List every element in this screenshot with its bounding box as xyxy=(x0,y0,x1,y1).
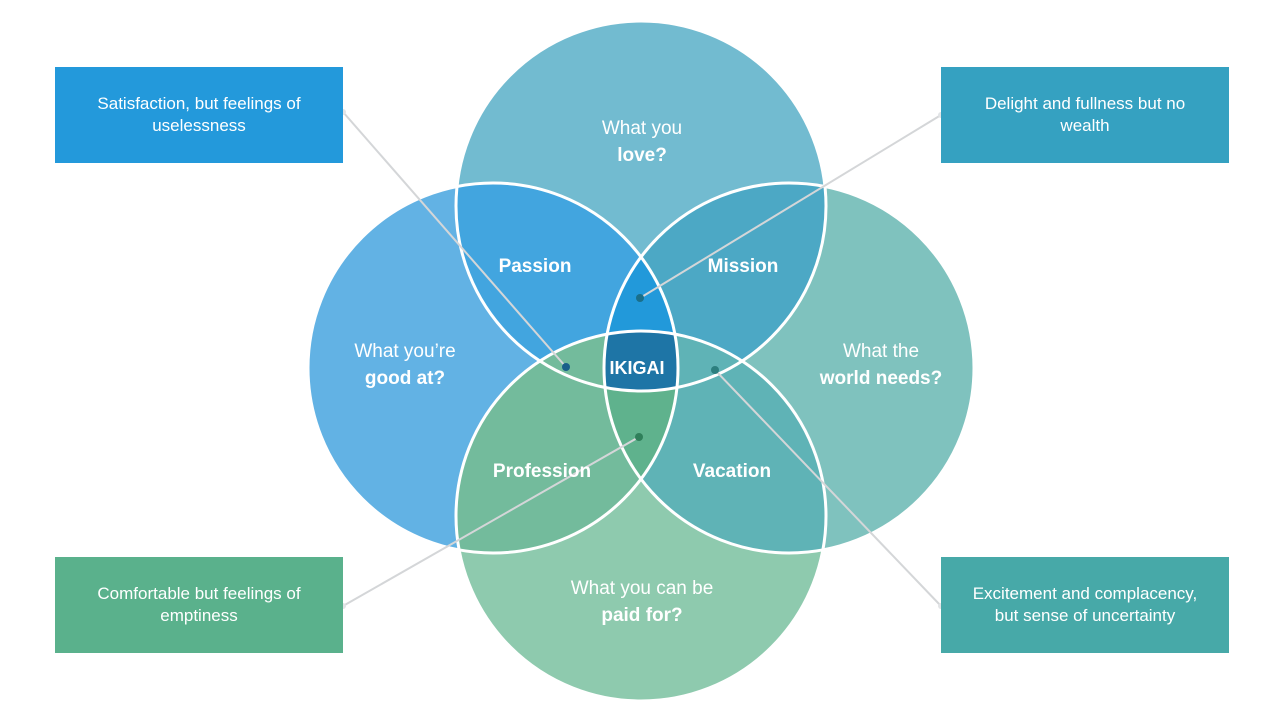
callout-bottom-left-text: Comfortable but feelings of emptiness xyxy=(97,584,301,625)
connector-lines xyxy=(342,111,942,607)
callout-top-right-text: Delight and fullness but no wealth xyxy=(984,94,1186,135)
good-at-label-line2: good at? xyxy=(365,368,445,389)
ikigai-label: IKIGAI xyxy=(609,358,664,378)
callout-bottom-right: Excitement and complacency, but sense of… xyxy=(941,557,1229,653)
mission-label: Mission xyxy=(708,256,779,277)
profession-label: Profession xyxy=(493,461,591,482)
paid-for-label-line2: paid for? xyxy=(601,605,682,626)
world-needs-label-line1: What the xyxy=(843,341,919,362)
world-needs-label-line2: world needs? xyxy=(819,368,942,389)
love-label-line2: love? xyxy=(617,145,667,166)
love-label-line1: What you xyxy=(602,118,682,139)
paid-for-label-line1: What you can be xyxy=(571,578,714,599)
circle-outlines xyxy=(306,19,976,703)
callout-top-left: Satisfaction, but feelings of uselessnes… xyxy=(55,67,343,163)
callout-top-left-text: Satisfaction, but feelings of uselessnes… xyxy=(97,94,301,135)
callout-bottom-right-text: Excitement and complacency, but sense of… xyxy=(972,584,1198,625)
passion-label: Passion xyxy=(499,256,572,277)
callout-top-right: Delight and fullness but no wealth xyxy=(941,67,1229,163)
callout-bottom-left: Comfortable but feelings of emptiness xyxy=(55,557,343,653)
good-at-label-line1: What you’re xyxy=(354,341,455,362)
vacation-label: Vacation xyxy=(693,461,771,482)
